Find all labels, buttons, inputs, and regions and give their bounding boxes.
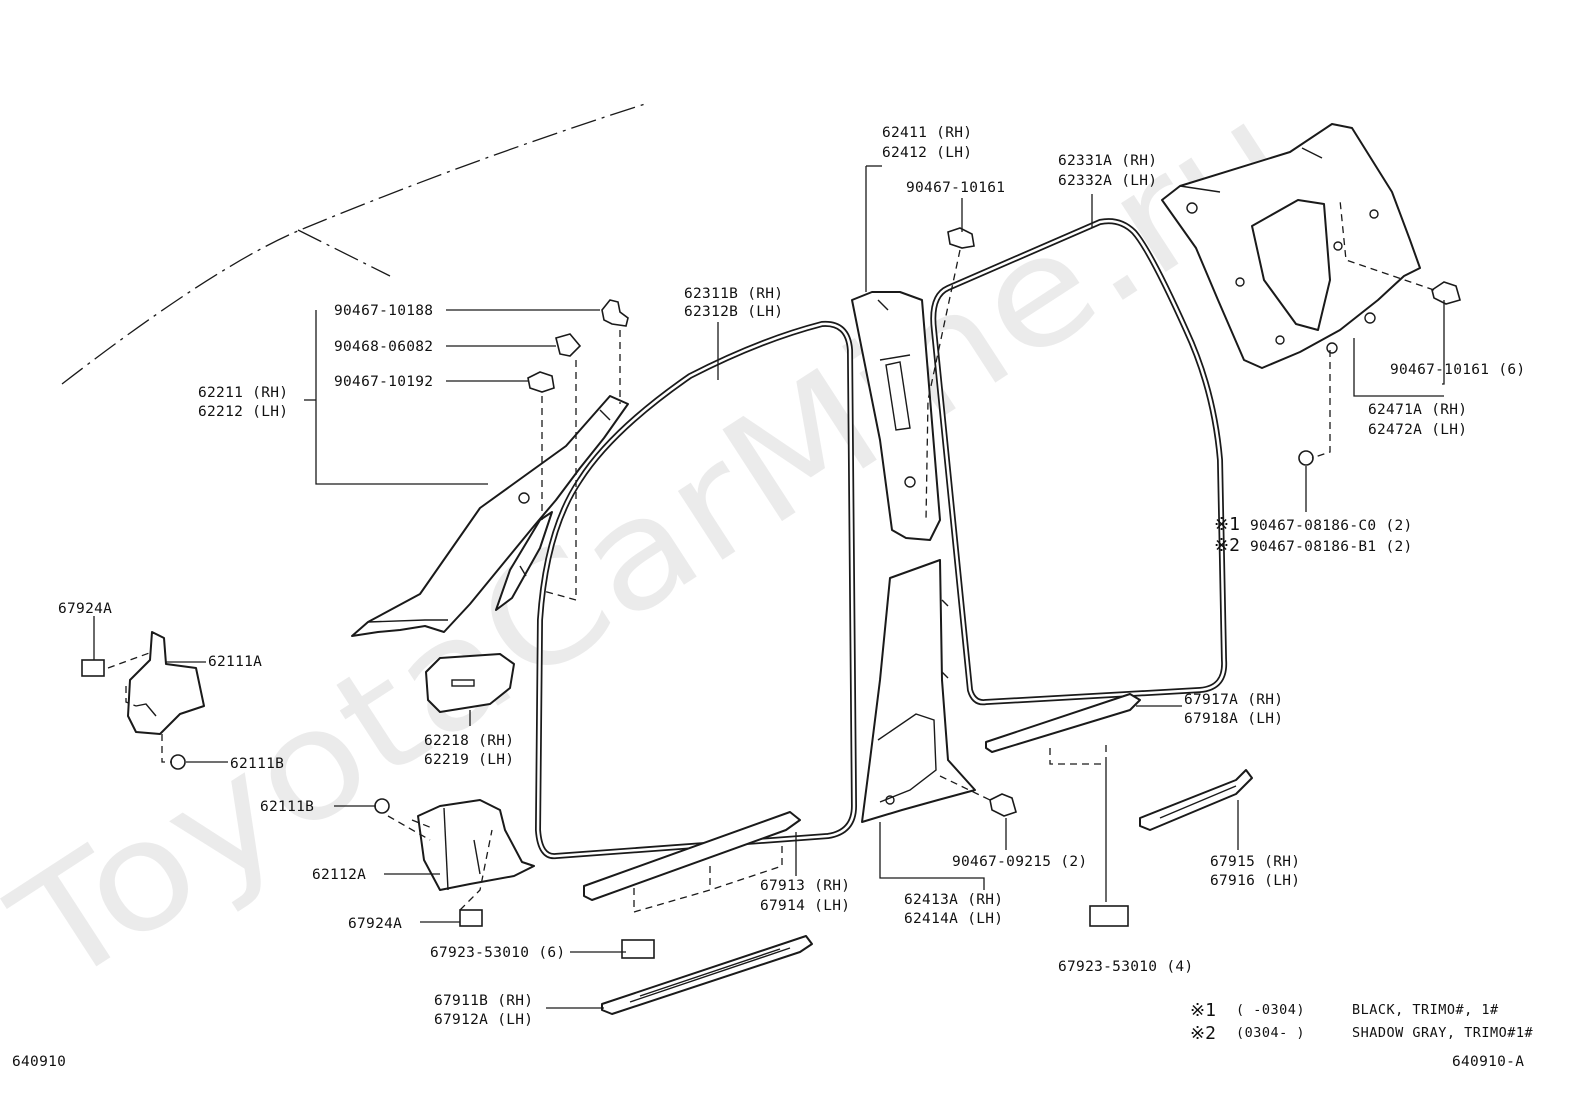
clip-90467-10188 [601, 299, 629, 327]
label-67918a: 67918A (LH) [1184, 711, 1283, 727]
label-62311b: 62311B (RH) [684, 286, 783, 302]
clip-67923-53010-front [621, 939, 655, 959]
clip-62111b-mid [374, 798, 390, 814]
clip-67924a-bottom [459, 909, 483, 927]
label-90467-10192: 90467-10192 [334, 374, 433, 390]
center-pillar-lower-garnish [861, 559, 976, 823]
label-90467-09215: 90467-09215 (2) [952, 854, 1087, 870]
label-62112a: 62112A [312, 867, 366, 883]
legend-desc-2: SHADOW GRAY, TRIMO#1# [1352, 1025, 1534, 1041]
label-62411: 62411 (RH) [882, 125, 972, 141]
legend-range-2: (0304- ) [1236, 1025, 1305, 1041]
label-62111a: 62111A [208, 654, 262, 670]
legend-mark-1: ※1 [1190, 1000, 1216, 1021]
note-mark-2: ※2 [1214, 535, 1240, 556]
label-62111b-mid: 62111B [260, 799, 314, 815]
label-90468-06082: 90468-06082 [334, 339, 433, 355]
clip-67923-53010-rear [1089, 905, 1129, 927]
label-67923-53010-4: 67923-53010 (4) [1058, 959, 1193, 975]
clip-90467-10192 [527, 371, 555, 393]
figure-code-left: 640910 [12, 1054, 66, 1070]
label-62413a: 62413A (RH) [904, 892, 1003, 908]
cowl-side-trim-upper [127, 631, 205, 735]
roof-outline [61, 103, 646, 385]
label-67911b: 67911B (RH) [434, 993, 533, 1009]
label-67924a-bottom: 67924A [348, 916, 402, 932]
label-62111b-left: 62111B [230, 756, 284, 772]
label-62312b: 62312B (LH) [684, 304, 783, 320]
label-67912a: 67912A (LH) [434, 1012, 533, 1028]
label-62332a: 62332A (LH) [1058, 173, 1157, 189]
label-62471a: 62471A (RH) [1368, 402, 1467, 418]
label-62219: 62219 (LH) [424, 752, 514, 768]
note-mark-1: ※1 [1214, 514, 1240, 535]
cowl-side-trim-lower [417, 799, 535, 891]
label-62212: 62212 (LH) [198, 404, 288, 420]
label-90467-08186-b1: 90467-08186-B1 (2) [1250, 539, 1413, 555]
label-67917a: 67917A (RH) [1184, 692, 1283, 708]
roof-side-inner-garnish [1161, 123, 1421, 369]
legend-range-1: ( -0304) [1236, 1002, 1305, 1018]
figure-code-right: 640910-A [1452, 1054, 1524, 1070]
label-67915: 67915 (RH) [1210, 854, 1300, 870]
trim-legend: ※1 ( -0304) BLACK, TRIMO#, 1# ※2 (0304- … [1190, 1000, 1534, 1044]
label-67913: 67913 (RH) [760, 878, 850, 894]
label-62414a: 62414A (LH) [904, 911, 1003, 927]
legend-desc-1: BLACK, TRIMO#, 1# [1352, 1002, 1499, 1018]
part-labels: 90467-10188 90468-06082 90467-10192 6221… [58, 125, 1525, 1028]
label-62472a: 62472A (LH) [1368, 422, 1467, 438]
label-62211: 62211 (RH) [198, 385, 288, 401]
watermark: ToyotaCarMine.ru [0, 68, 1321, 1021]
rear-step-plate [1139, 769, 1253, 831]
clip-90467-09215 [989, 793, 1017, 817]
center-pillar-upper-garnish [851, 291, 941, 541]
label-67924a-top: 67924A [58, 601, 112, 617]
rear-door-weatherstrip [930, 218, 1228, 706]
label-67916: 67916 (LH) [1210, 873, 1300, 889]
label-62412: 62412 (LH) [882, 145, 972, 161]
leader-lines [93, 165, 1445, 1009]
clip-90467-10161-rear [1431, 281, 1461, 305]
label-90467-10161-6: 90467-10161 (6) [1390, 362, 1525, 378]
legend-mark-2: ※2 [1190, 1023, 1216, 1044]
clip-90467-10161-top [947, 227, 975, 249]
rear-scuff-plate-inner [985, 693, 1141, 753]
front-door-weatherstrip [535, 320, 857, 860]
front-pillar-garnish [351, 395, 629, 637]
label-67923-53010-6: 67923-53010 (6) [430, 945, 565, 961]
label-62218: 62218 (RH) [424, 733, 514, 749]
clip-90468-06082 [555, 333, 582, 357]
front-step-plate [601, 935, 813, 1015]
label-90467-08186-c0: 90467-08186-C0 (2) [1250, 518, 1413, 534]
clip-90467-08186 [1298, 450, 1314, 466]
label-62331a: 62331A (RH) [1058, 153, 1157, 169]
front-scuff-plate-inner [583, 811, 801, 901]
cowl-vent-cover [425, 653, 515, 713]
clip-67924a-top [81, 659, 105, 677]
assembly-dash-lines [107, 199, 1435, 913]
label-90467-10188: 90467-10188 [334, 303, 433, 319]
label-90467-10161-top: 90467-10161 [906, 180, 1005, 196]
label-67914: 67914 (LH) [760, 898, 850, 914]
clip-62111b-left [170, 754, 186, 770]
